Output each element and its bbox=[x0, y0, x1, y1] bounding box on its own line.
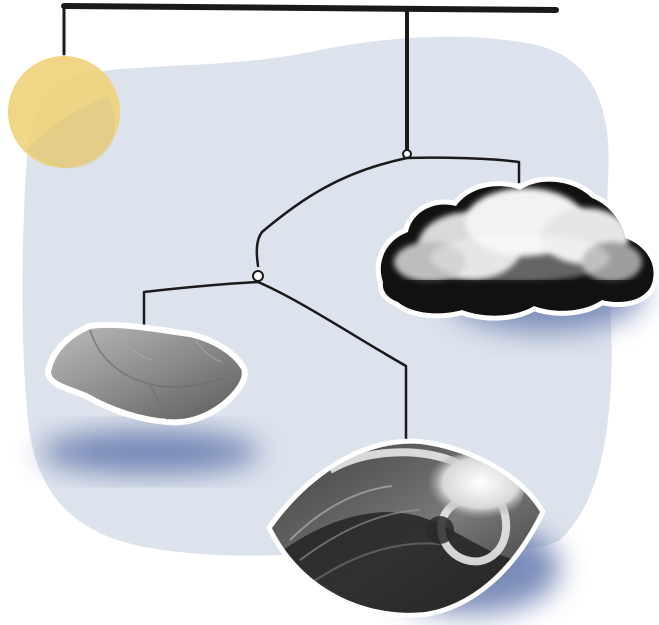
sun-overlap bbox=[26, 96, 116, 169]
cloud-icon bbox=[375, 176, 659, 321]
sun-icon bbox=[8, 56, 120, 168]
mobile-wires bbox=[61, 3, 559, 442]
rock-shadow bbox=[40, 430, 260, 474]
rock-icon bbox=[44, 321, 248, 426]
backdrop-blob bbox=[22, 36, 612, 556]
